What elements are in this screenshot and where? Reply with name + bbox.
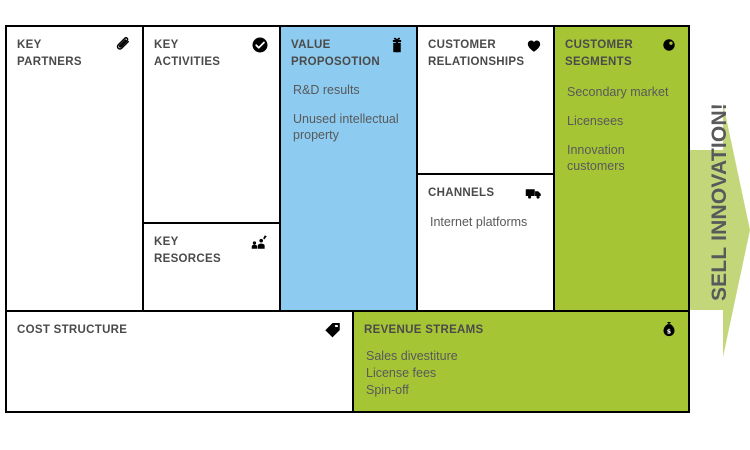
list-item: Secondary market (567, 85, 669, 100)
block-title-line2: RELATIONSHIPS (428, 55, 525, 68)
block-title: KEY PARTNERS (17, 39, 82, 68)
canvas-grid: KEY PARTNERS KEY ACTIVITIES (5, 25, 690, 413)
block-revenue-streams[interactable]: REVENUE STREAMS $ Sales divestiture Lice… (352, 310, 690, 413)
block-header: KEY PARTNERS (7, 27, 142, 70)
block-items (144, 267, 279, 279)
paperclip-icon (114, 36, 132, 54)
block-items (7, 70, 142, 82)
block-items: Internet platforms (418, 202, 553, 230)
block-items (144, 70, 279, 82)
gift-icon (388, 36, 406, 54)
truck-icon (525, 184, 543, 202)
block-title: CUSTOMER SEGMENTS (565, 37, 633, 70)
list-item: License fees (366, 366, 437, 380)
block-key-resources[interactable]: KEY RESORCES (142, 222, 281, 312)
block-items: Sales divestiture License fees Spin-off (354, 339, 688, 398)
block-title-line1: CUSTOMER (565, 39, 633, 51)
block-title-line1: CUSTOMER (428, 39, 496, 51)
block-cost-structure[interactable]: COST STRUCTURE (5, 310, 354, 413)
money-bag-icon: $ (660, 321, 678, 339)
block-value-proposition[interactable]: VALUE PROPOSOTION R&D results Unused int… (279, 25, 418, 312)
block-header: KEY RESORCES (144, 224, 279, 267)
sell-innovation-callout: SELL INNOVATION! (690, 95, 750, 365)
eye-icon (660, 36, 678, 54)
block-title: REVENUE STREAMS (364, 324, 484, 336)
block-header: CHANNELS (418, 175, 553, 202)
block-header: COST STRUCTURE (7, 312, 352, 339)
list-item: Licensees (567, 114, 624, 129)
list-item: Spin-off (366, 383, 409, 397)
heart-icon (525, 36, 543, 54)
block-customer-relationships[interactable]: CUSTOMER RELATIONSHIPS (416, 25, 555, 175)
block-channels[interactable]: CHANNELS Internet platforms (416, 173, 555, 312)
block-items (7, 339, 352, 351)
block-header: CUSTOMER SEGMENTS (555, 27, 688, 70)
list-item: Sales divestiture (366, 349, 458, 363)
block-items: Secondary market Licensees Innovation cu… (555, 70, 688, 174)
right-arrow-icon (690, 103, 750, 357)
block-title: CHANNELS (428, 187, 495, 199)
svg-text:$: $ (667, 328, 671, 335)
block-title: KEY RESORCES (154, 236, 221, 265)
block-title-line1: VALUE (291, 39, 331, 51)
block-title-line2: SEGMENTS (565, 55, 632, 68)
block-title: COST STRUCTURE (17, 324, 128, 336)
block-key-activities[interactable]: KEY ACTIVITIES (142, 25, 281, 224)
block-customer-segments[interactable]: CUSTOMER SEGMENTS Secondary market Licen… (553, 25, 690, 312)
block-header: CUSTOMER RELATIONSHIPS (418, 27, 553, 70)
block-title: KEY ACTIVITIES (154, 39, 221, 68)
block-title: VALUE PROPOSOTION (291, 37, 380, 70)
sell-innovation-label: SELL INNOVATION! (708, 102, 731, 302)
block-title: CUSTOMER RELATIONSHIPS (428, 37, 524, 70)
price-tag-icon (324, 321, 342, 339)
list-item: Internet platforms (430, 215, 528, 229)
block-items: R&D results Unused intellectual property (281, 70, 416, 143)
block-header: VALUE PROPOSOTION (281, 27, 416, 70)
block-header: KEY ACTIVITIES (144, 27, 279, 70)
factory-worker-icon (251, 233, 269, 251)
block-key-partners[interactable]: KEY PARTNERS (5, 25, 144, 312)
list-item: R&D results (293, 83, 360, 98)
block-header: REVENUE STREAMS $ (354, 312, 688, 339)
block-items (418, 70, 553, 82)
list-item: Unused intellectual property (293, 112, 399, 143)
list-item: Innovation customers (567, 143, 625, 174)
block-title-line2: PROPOSOTION (291, 55, 380, 68)
check-circle-icon (251, 36, 269, 54)
